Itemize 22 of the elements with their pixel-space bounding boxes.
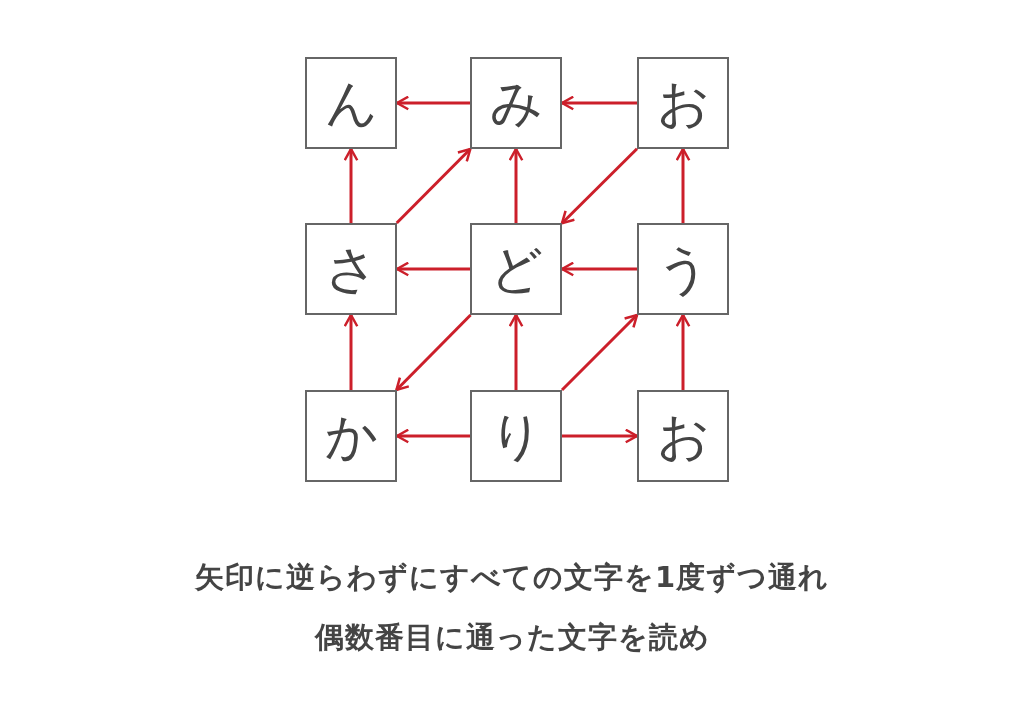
letter-box: み — [470, 57, 562, 149]
arrow — [395, 313, 472, 392]
arrow — [675, 313, 691, 390]
arrow — [508, 147, 524, 223]
letter-box: お — [637, 57, 729, 149]
arrow — [560, 147, 639, 225]
arrow — [343, 147, 359, 223]
arrow — [395, 147, 472, 225]
arrow — [562, 428, 639, 444]
arrow — [675, 147, 691, 223]
letter-box: お — [637, 390, 729, 482]
arrow — [560, 313, 639, 392]
letter-box: う — [637, 223, 729, 315]
letter-box: り — [470, 390, 562, 482]
arrow — [508, 313, 524, 390]
letter-box: さ — [305, 223, 397, 315]
letter-box: ん — [305, 57, 397, 149]
instruction-text: 偶数番目に通った文字を読め — [313, 619, 711, 656]
letter-box: か — [305, 390, 397, 482]
instruction-text: 矢印に逆らわずにすべての文字を1度ずつ通れ — [193, 559, 831, 596]
letter-box: ど — [470, 223, 562, 315]
arrow — [343, 313, 359, 390]
